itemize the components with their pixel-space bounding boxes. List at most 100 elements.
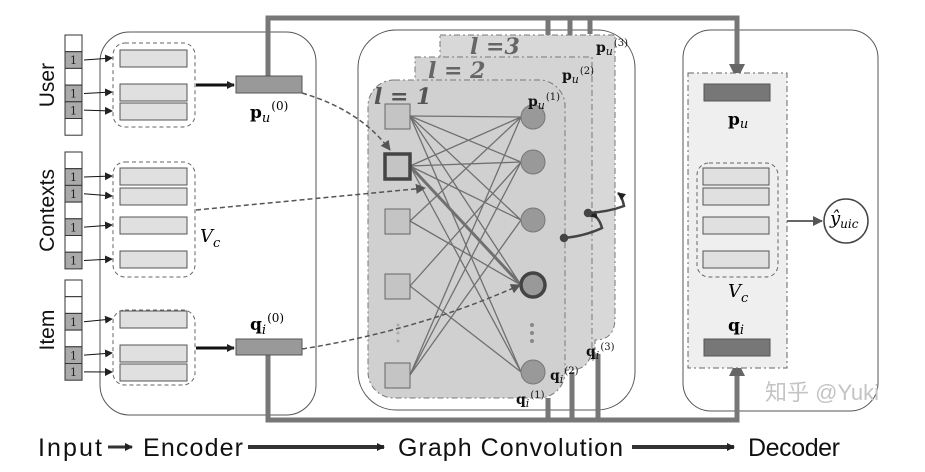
graph-edge	[409, 115, 522, 286]
input-group-contexts: Contexts 1 1 1 1	[36, 151, 196, 278]
embedding-vector	[119, 363, 188, 382]
prediction-label: ŷuic	[829, 208, 859, 231]
user-embedding-bar	[235, 75, 303, 94]
graph-edge	[409, 116, 522, 167]
one-hot-value: 1	[70, 88, 77, 101]
graph-edge	[409, 161, 522, 167]
one-hot-cell	[64, 34, 83, 53]
skip-connections	[265, 15, 745, 423]
input-arrow	[83, 191, 113, 200]
one-hot-value: 1	[70, 349, 77, 362]
one-hot-cell	[64, 235, 83, 253]
graph-edge	[409, 161, 522, 376]
embedding-vector	[119, 216, 188, 235]
item-output-layer-3-label: qi(3)	[586, 342, 615, 362]
watermark: 知乎 @Yuki	[765, 380, 879, 405]
graph-edge	[409, 161, 522, 287]
decoder-context-vector	[702, 167, 770, 186]
one-hot-cell	[64, 151, 83, 170]
graph-edge	[408, 164, 523, 287]
input-arrow	[83, 221, 113, 230]
input-group-item: Item 1 1 1	[36, 279, 196, 386]
item-embedding-label: qi(0)	[250, 311, 284, 338]
decoder-item-bar	[703, 338, 771, 357]
embedding-vector	[119, 83, 188, 102]
embedding-vector	[119, 102, 188, 121]
decoder-box	[682, 29, 879, 412]
pipeline-step-encoder: Encoder	[143, 434, 243, 462]
one-hot-cell	[64, 67, 83, 86]
graph-nodes	[383, 103, 547, 389]
user-context-node	[384, 362, 411, 389]
ellipsis-dots	[396, 323, 534, 343]
one-hot-cell	[64, 279, 83, 298]
decoder-user-label: pu	[728, 110, 748, 132]
embedding-group	[112, 42, 196, 128]
one-hot-value: 1	[70, 316, 77, 329]
user-context-node	[384, 103, 411, 130]
item-node	[520, 149, 546, 175]
layer-2-label: l = 2	[428, 58, 485, 84]
user-context-node	[384, 208, 411, 235]
embedding-vector	[119, 187, 188, 206]
embedding-group	[112, 309, 196, 386]
one-hot-value: 1	[70, 366, 77, 379]
input-arrow	[83, 172, 113, 181]
graph-edge	[409, 285, 522, 373]
graph-edge	[409, 115, 522, 118]
graph-edges	[408, 115, 523, 376]
user-context-node	[384, 273, 411, 300]
context-set-label: Vc	[200, 226, 221, 251]
input-group-label: Contexts	[36, 169, 59, 252]
user-output-layer-1-label: pu(1)	[528, 92, 560, 112]
graph-edge	[409, 115, 522, 163]
pipeline-step-graph-convolution: Graph Convolution	[398, 434, 623, 462]
one-hot-cell	[64, 296, 83, 314]
encoder-to-gcn-flows	[195, 92, 521, 350]
one-hot-value: 1	[70, 171, 77, 184]
item-node	[519, 271, 547, 299]
one-hot-value: 1	[70, 188, 77, 201]
graph-edge	[409, 116, 522, 222]
input-group-label: Item	[36, 310, 59, 351]
one-hot-cell	[64, 251, 83, 270]
layer-propagation-arrows	[559, 192, 626, 243]
graph-edge	[409, 220, 522, 286]
embedding-group	[112, 161, 196, 278]
input-arrow	[83, 88, 113, 97]
embedding-vector	[119, 310, 188, 329]
input-arrow	[83, 106, 113, 115]
one-hot-value: 1	[70, 255, 77, 268]
embedding-vector	[119, 344, 188, 363]
input-arrow	[83, 255, 113, 264]
layer-3-label: l =3	[470, 34, 520, 60]
input-group-user: User 1 1 1	[36, 34, 196, 136]
decoder-context-group	[696, 162, 779, 278]
item-output-layer-2-label: qi(2)	[550, 366, 579, 386]
item-output-layer-1-label: qi(1)	[516, 390, 545, 410]
one-hot-cell	[64, 363, 83, 381]
graph-convolution-box	[357, 29, 636, 411]
input-arrow	[83, 54, 113, 63]
input-arrow	[83, 349, 113, 358]
one-hot-value: 1	[70, 54, 77, 67]
one-hot-value: 1	[70, 104, 77, 117]
one-hot-value: 1	[70, 221, 77, 234]
user-output-layer-2-label: pu(2)	[562, 66, 594, 86]
user-output-layer-3-label: pu(3)	[596, 38, 628, 58]
one-hot-cell	[64, 329, 83, 348]
one-hot-cell	[64, 118, 83, 136]
decoder-context-vector	[702, 216, 770, 235]
prediction-node	[823, 198, 869, 244]
item-node	[520, 359, 546, 385]
decoder-context-vector	[702, 187, 770, 206]
encoder-box	[99, 31, 317, 416]
user-embedding-label: pu(0)	[250, 99, 288, 126]
graph-edge	[409, 219, 522, 376]
graph-edge	[409, 115, 522, 373]
one-hot-cell	[64, 201, 83, 220]
decoder-item-label: qi	[728, 316, 744, 338]
input-group-label: User	[36, 63, 59, 107]
decoder-context-vector	[702, 250, 770, 269]
